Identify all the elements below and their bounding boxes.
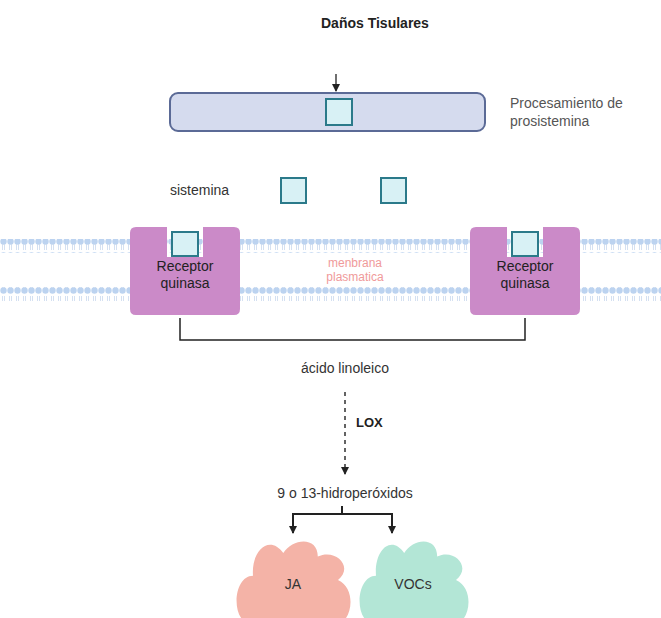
product-cloud: VOCs (358, 538, 468, 618)
substrate-label: ácido linoleico (245, 359, 445, 377)
receptor-shape (470, 227, 580, 315)
membrane-label: menbrana plasmatica (310, 256, 400, 284)
cloud-shape (237, 541, 351, 618)
bound-systemin (512, 232, 538, 256)
prosystemin-bar (170, 93, 485, 131)
product-label: 9 o 13-hidroperóxidos (235, 484, 455, 502)
product-cloud: JA (235, 538, 350, 618)
systemin-segment (326, 99, 352, 125)
peptide-label: sistemina (170, 181, 270, 199)
systemin-peptide (381, 178, 406, 203)
node-text: JA (253, 576, 333, 593)
node-text: Receptor quinasa (145, 258, 225, 292)
title: Daños Tisulares (321, 14, 429, 32)
node-text: VOCs (373, 576, 453, 593)
split-line (293, 506, 392, 514)
bracket (180, 318, 525, 340)
receptor-shape (130, 227, 240, 315)
lox-arrow (344, 392, 345, 474)
node-text: Receptor quinasa (485, 258, 565, 292)
cloud-shape (360, 541, 469, 618)
vocs-arrow (391, 513, 393, 533)
process-label: Procesamiento de prosistemina (510, 94, 650, 130)
ja-arrow (292, 513, 294, 533)
bound-systemin (172, 232, 198, 256)
systemin-peptide (281, 178, 306, 203)
enzyme-label: LOX (356, 414, 416, 432)
receptor-kinase: Receptor quinasa (130, 227, 240, 315)
damage-arrow (335, 74, 336, 91)
receptor-kinase: Receptor quinasa (470, 227, 580, 315)
